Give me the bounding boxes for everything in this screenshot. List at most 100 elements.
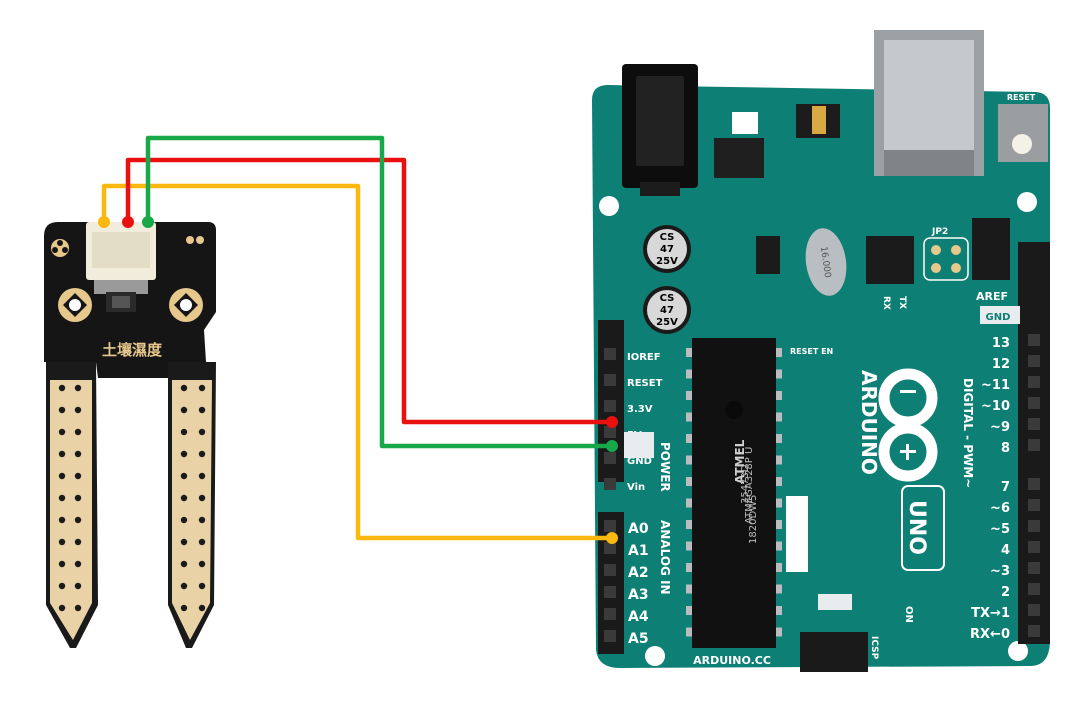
header-socket [1028,604,1040,616]
chip-pin [776,391,782,400]
reset-en-label: RESET EN [790,347,833,356]
prong-dot [74,538,82,546]
svg-text:CS: CS [660,232,675,243]
svg-text:47: 47 [660,244,674,255]
header-socket [1028,478,1040,490]
atmega-chip [692,338,776,648]
chip-pin [686,455,692,465]
header-socket [604,542,616,554]
prong-dot [198,450,206,458]
chip-pin [776,584,782,594]
aref-label: AREF [976,290,1008,303]
crystal-label: 16.000 [818,246,832,279]
prong-dot [58,450,66,458]
chip-pin [686,520,692,529]
prong-dot [58,428,66,436]
wire-terminals [98,216,618,544]
prong-dot [198,384,206,392]
wire-vcc-5v [125,157,612,425]
capacitor-1: CS 47 25V [643,225,691,273]
digital-pin-label: 13 [992,336,1010,351]
prong-dot [198,604,206,612]
prong-dot [180,516,188,524]
chip-brand: ATMEL [733,439,747,484]
svg-text:47: 47 [660,305,674,316]
analog-pin-label: A4 [628,609,649,625]
prong-dot [198,472,206,480]
analog-pin-label: A0 [628,521,649,537]
usb-controller-chip [866,236,914,284]
prong-dot [74,516,82,524]
chip-pin [686,369,692,379]
prong-dot [58,494,66,502]
chip-pin [776,477,782,486]
prong-dot [198,538,206,546]
header-socket [604,426,616,438]
arduino-mount-hole [1008,641,1028,661]
digital-pin-label: ~5 [990,522,1010,537]
header-socket [604,608,616,620]
tx-led-label: TX [897,296,907,309]
header-socket [1028,418,1040,430]
prong-dot [180,604,188,612]
chip-pin [686,434,692,443]
prong-dot [180,428,188,436]
chip-pin [776,348,782,357]
prong-dot [58,560,66,568]
jp2-label: JP2 [931,227,948,237]
icsp-label: ICSP [869,636,879,660]
voltage-regulator [714,138,764,178]
power-pin-label: IOREF [627,352,661,363]
prong-dot [180,560,188,568]
arduino-mount-hole [1017,192,1037,212]
arduino-infinity-logo [878,368,938,482]
header-socket [604,452,616,464]
arduino-uno-board: RESET 16.000 JP2 CS 47 25V CS 47 25V [592,30,1050,672]
prong-dot [198,560,206,568]
svg-text:25V: 25V [656,317,678,328]
arduino-mount-hole [599,196,619,216]
arduino-model: UNO [904,500,929,555]
prong-dot [58,538,66,546]
chip-pin [686,563,692,572]
digital-pin-label: ~11 [981,378,1010,393]
prong-dot [74,560,82,568]
header-socket [1028,625,1040,637]
prong-dot [180,384,188,392]
analog-pin-label: A1 [628,543,649,559]
sensor-prong-right-plate [172,380,212,640]
analog-pin-label: A3 [628,587,649,603]
header-socket [1028,583,1040,595]
prong-dot [58,384,66,392]
analog-pin-label: A2 [628,565,649,581]
chip-pin [776,369,782,379]
chip-pin [776,520,782,529]
digital-pin-label: TX→1 [971,606,1010,621]
header-socket [1028,520,1040,532]
chip-pin [686,584,692,594]
digital-pin-label: 12 [992,357,1010,372]
icsp-header-bottom [800,632,868,672]
sensor-logo-icon [51,239,69,257]
header-socket [1028,334,1040,346]
chip-text: 35473D [740,464,751,504]
wire-gnd [145,135,612,449]
header-socket [1028,355,1040,367]
header-socket [1028,439,1040,451]
prong-dot [58,582,66,590]
prong-dot [74,450,82,458]
website-label: ARDUINO.CC [693,654,771,667]
chip-text: ATMEGA328P U [744,447,755,524]
capacitor-2: CS 47 25V [643,286,691,334]
sensor-prong-dots [58,384,206,612]
digital-pin-label: 8 [1001,441,1010,456]
svg-text:CS: CS [660,293,675,304]
chip-pin [776,455,782,465]
chip-pin [776,606,782,615]
digital-pin-label: 7 [1001,480,1010,495]
gnd-top-label: GND [986,312,1011,323]
